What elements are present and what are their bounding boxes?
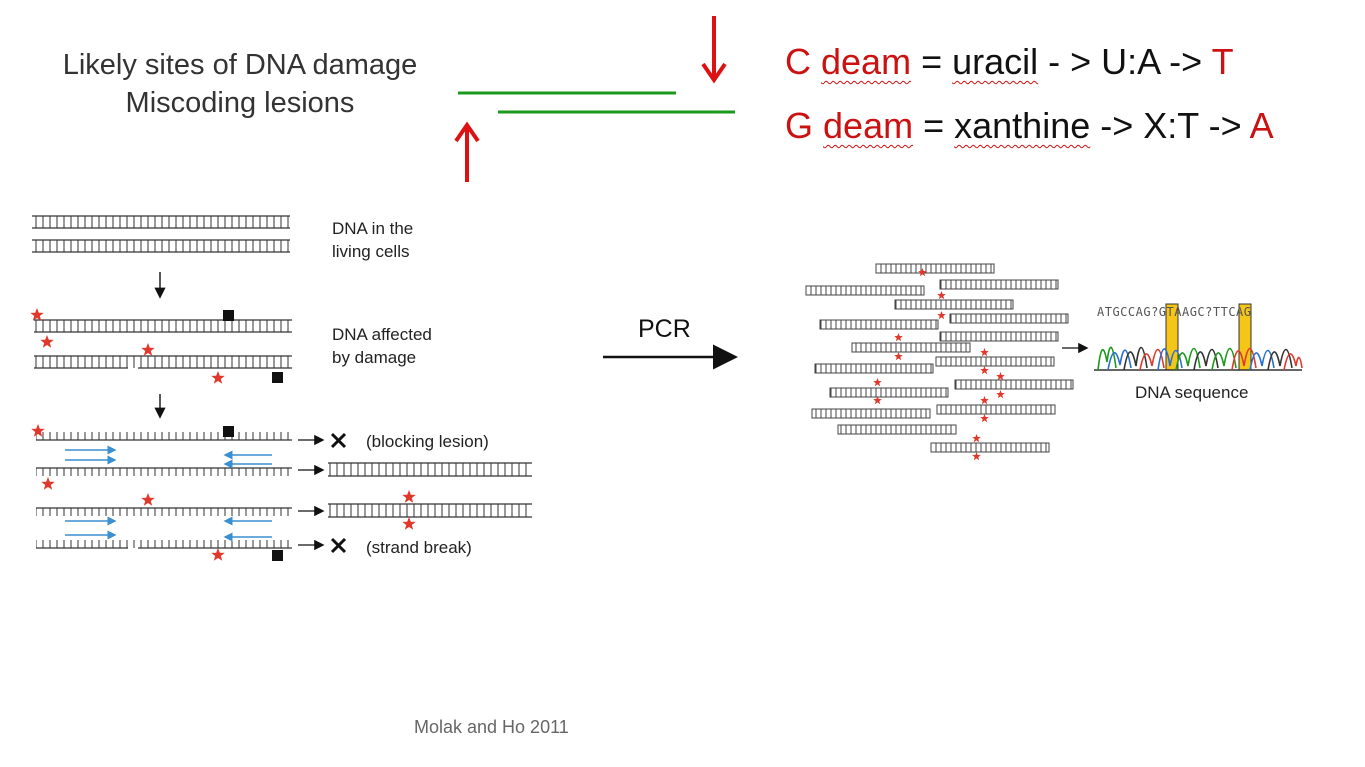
lesion-star [873, 378, 882, 387]
amplified-product [328, 462, 532, 477]
g-equals: = [913, 105, 955, 146]
living-cells-label: DNA in the living cells [332, 217, 413, 263]
lesion-star [972, 452, 981, 461]
slide-title: Likely sites of DNA damage Miscoding les… [30, 46, 450, 122]
c-result: T [1211, 41, 1234, 82]
pcr-label: PCR [638, 315, 691, 343]
lesion-star [980, 348, 989, 357]
lesion-star [41, 477, 55, 490]
dna-sequence-label: DNA sequence [1135, 383, 1249, 402]
lesion-star [972, 434, 981, 443]
lesion-star [402, 517, 416, 530]
pcr-fragments-pile [805, 263, 1074, 461]
crosslink-block [272, 372, 283, 383]
title-line-1: Likely sites of DNA damage [62, 49, 418, 81]
citation: Molak and Ho 2011 [414, 717, 569, 737]
living-label-line-2: living cells [332, 242, 410, 261]
lesion-star [980, 366, 989, 375]
chromatogram [1094, 303, 1303, 371]
lesion-star [211, 371, 225, 384]
damage-label-line-1: DNA affected [332, 325, 432, 344]
blocked-x-icon [330, 537, 347, 554]
lesion-star [30, 308, 44, 321]
lesion-star [40, 335, 54, 348]
g-product: xanthine [954, 105, 1091, 146]
c-base: C [785, 41, 811, 82]
red-down-arrow [701, 16, 727, 84]
g-deam-word: deam [823, 105, 914, 146]
g-result: A [1249, 105, 1274, 146]
g-chain: -> X:T -> [1090, 105, 1250, 146]
damage-label-line-2: by damage [332, 348, 417, 367]
crosslink-block [223, 426, 234, 437]
overhang-strands [454, 16, 735, 182]
lesion-star [141, 493, 155, 506]
denatured-strands [31, 424, 292, 561]
outcome-arrows [298, 434, 325, 551]
amplified-product-with-lesion [328, 490, 532, 530]
strand-break-label: (strand break) [366, 538, 472, 557]
damaged-dna-duplex [30, 308, 292, 384]
crosslink-block [223, 310, 234, 321]
lesion-star [937, 311, 946, 320]
sequence-read-text: ATGCCAG?GTAAGC?TTCAG [1097, 305, 1252, 319]
lesion-star [894, 352, 903, 361]
g-deamination-equation: G deam = xanthine -> X:T -> A [785, 104, 1274, 148]
lesion-star [980, 414, 989, 423]
c-chain: - > U:A -> [1038, 41, 1212, 82]
lesion-star [937, 291, 946, 300]
damage-label: DNA affected by damage [332, 323, 432, 369]
c-deamination-equation: C deam = uracil - > U:A -> T [785, 40, 1234, 84]
crosslink-block [272, 550, 283, 561]
blocking-lesion-label: (blocking lesion) [366, 432, 489, 451]
c-product: uracil [952, 41, 1039, 82]
title-line-2: Miscoding lesions [125, 87, 355, 119]
c-equals: = [911, 41, 953, 82]
c-deam-word: deam [821, 41, 912, 82]
lesion-star [141, 343, 155, 356]
g-base: G [785, 105, 814, 146]
living-dna-duplex [32, 215, 290, 253]
lesion-star [402, 490, 416, 503]
lesion-star [980, 396, 989, 405]
lesion-star [894, 333, 903, 342]
blocked-x-icon [330, 432, 347, 449]
lesion-star [996, 390, 1005, 399]
lesion-star [996, 372, 1005, 381]
red-up-arrow [454, 121, 480, 182]
living-label-line-1: DNA in the [332, 219, 414, 238]
lesion-star [211, 548, 225, 561]
